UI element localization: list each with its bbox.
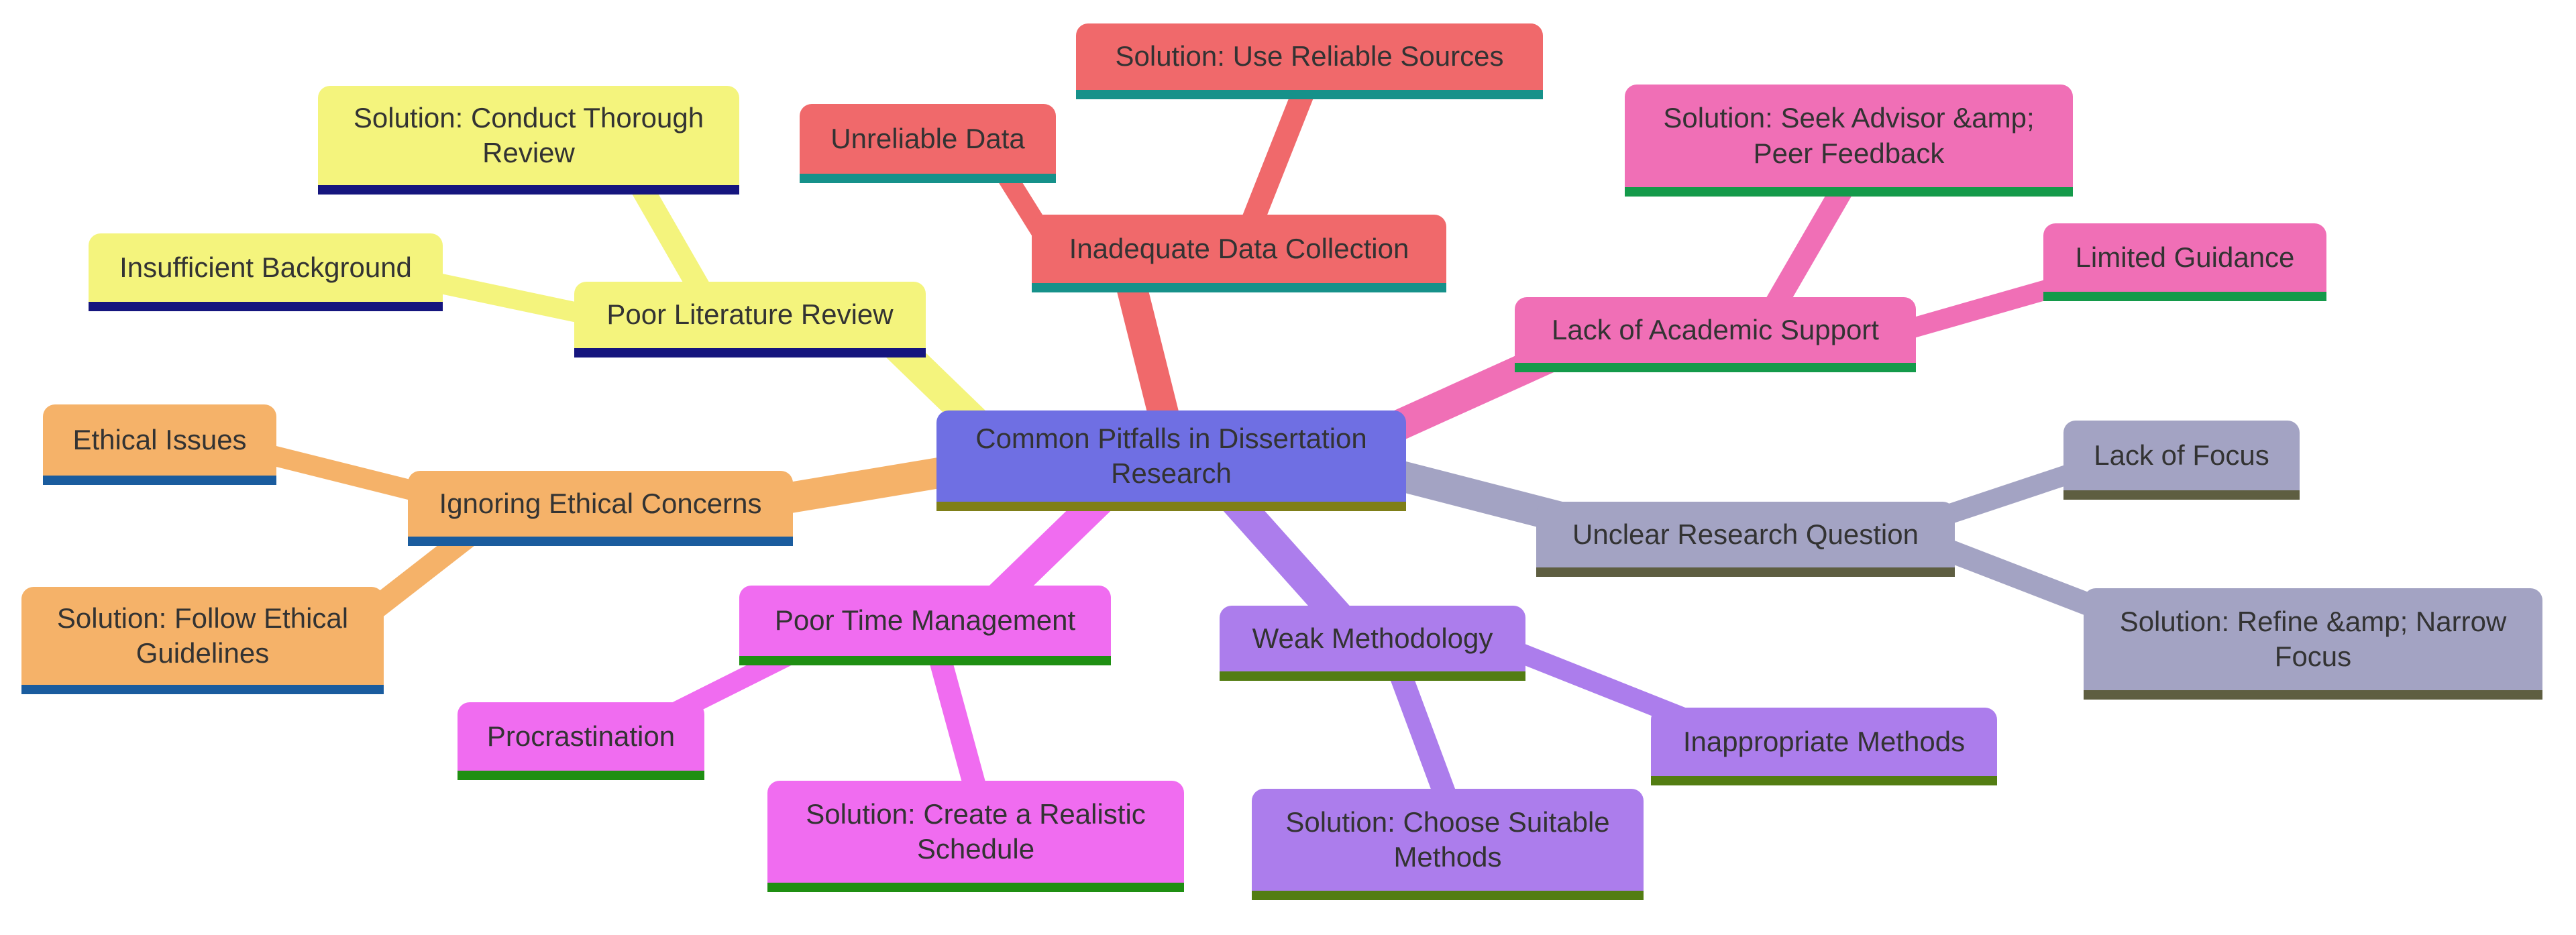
node-inappropriate-methods: Inappropriate Methods [1651,708,1997,785]
node-root: Common Pitfalls in Dissertation Research [936,410,1406,511]
node-weak-methodology: Weak Methodology [1220,606,1525,681]
node-label: Weak Methodology [1252,622,1493,654]
node-root-label: Common Pitfalls in Dissertation Research [975,422,1367,490]
node-ignoring-ethical-concerns: Ignoring Ethical Concerns [408,471,793,546]
node-label: Solution: Choose Suitable Methods [1285,806,1610,873]
edge-iec-ethical-issues [246,439,439,506]
edge-wm-solution-choose-suitable-methods [1385,657,1458,806]
node-ethical-issues: Ethical Issues [43,404,276,485]
node-lack-of-focus: Lack of Focus [2063,421,2300,500]
node-label: Lack of Academic Support [1552,313,1879,345]
node-solution-follow-ethical-guidelines: Solution: Follow Ethical Guidelines [21,587,384,694]
node-label: Solution: Use Reliable Sources [1115,40,1504,72]
node-label: Insufficient Background [119,251,412,283]
node-label: Inadequate Data Collection [1069,232,1409,264]
node-lack-of-academic-support: Lack of Academic Support [1515,297,1916,372]
edge-plr-insufficient-background [413,268,593,325]
node-insufficient-background: Insufficient Background [89,233,443,311]
node-label: Limited Guidance [2075,241,2295,273]
node-poor-literature-review: Poor Literature Review [574,282,926,358]
node-label: Solution: Conduct Thorough Review [353,101,704,169]
node-solution-use-reliable-sources: Solution: Use Reliable Sources [1076,23,1543,99]
node-label: Ignoring Ethical Concerns [439,487,762,519]
node-label: Solution: Seek Advisor &amp; Peer Feedba… [1663,102,2035,169]
node-solution-refine-narrow-focus: Solution: Refine &amp; Narrow Focus [2084,588,2542,700]
edge-root-weak-methodology [1219,486,1357,635]
node-label: Poor Literature Review [606,298,894,331]
node-label: Poor Time Management [774,604,1076,637]
node-unreliable-data: Unreliable Data [800,104,1056,183]
edge-ptm-solution-create-realistic-schedule [926,647,989,802]
node-label: Procrastination [486,720,676,752]
node-label: Unreliable Data [830,122,1025,154]
node-solution-choose-suitable-methods: Solution: Choose Suitable Methods [1252,789,1644,900]
node-procrastination: Procrastination [458,702,704,780]
node-unclear-research-question: Unclear Research Question [1536,502,1955,577]
node-limited-guidance: Limited Guidance [2043,223,2326,301]
node-label: Unclear Research Question [1572,518,1919,550]
node-label: Solution: Create a Realistic Schedule [806,798,1146,865]
node-solution-conduct-thorough-review: Solution: Conduct Thorough Review [318,86,739,195]
node-label: Solution: Follow Ethical Guidelines [56,602,349,669]
node-label: Solution: Refine &amp; Narrow Focus [2119,605,2507,673]
node-poor-time-management: Poor Time Management [739,586,1111,665]
node-solution-seek-advisor-peer-feedback: Solution: Seek Advisor &amp; Peer Feedba… [1625,85,2073,197]
node-label: Inappropriate Methods [1682,725,1966,757]
node-solution-create-realistic-schedule: Solution: Create a Realistic Schedule [767,781,1184,892]
node-inadequate-data-collection: Inadequate Data Collection [1032,215,1446,292]
node-label: Lack of Focus [2094,439,2269,471]
node-label: Ethical Issues [72,423,247,455]
